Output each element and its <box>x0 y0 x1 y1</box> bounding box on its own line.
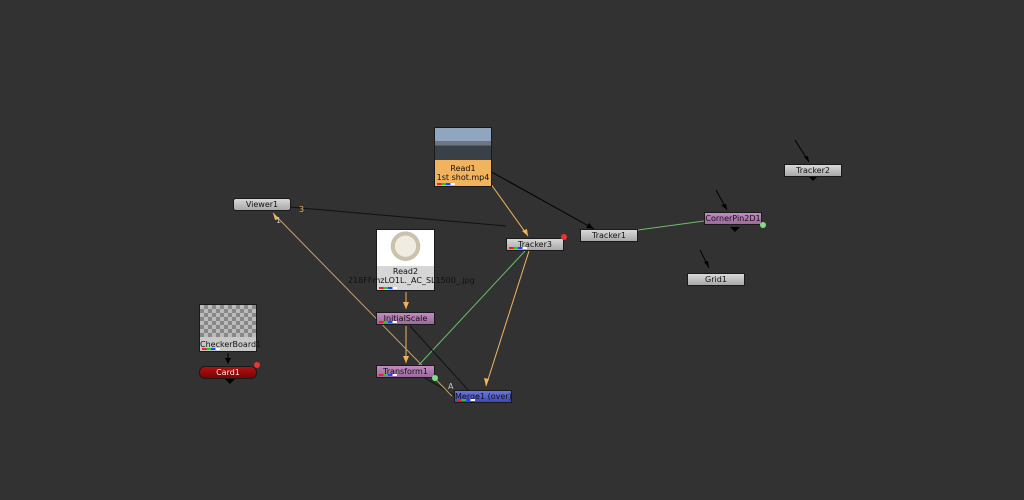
wire-read1-tracker3 <box>487 179 529 237</box>
card1-label: Card1 <box>216 368 240 377</box>
wire-read1-tracker1 <box>487 169 595 230</box>
grid1-node[interactable]: Grid1 <box>687 273 745 286</box>
arrow-grid <box>704 261 709 268</box>
transform1-channels <box>379 374 397 376</box>
read1-thumbnail <box>435 128 491 160</box>
grid1-label: Grid1 <box>705 275 727 284</box>
read1-channels <box>437 183 455 185</box>
merge1-node[interactable]: Merge1 (over) <box>454 390 512 403</box>
tracker1-label: Tracker1 <box>592 231 626 240</box>
transform1-node[interactable]: Transform1 <box>376 365 435 378</box>
card-output-arrow <box>225 379 235 384</box>
read2-channels <box>379 287 397 289</box>
read2-label: Read2 <box>392 267 419 276</box>
cornerpin2d1-label: CornerPin2D1 <box>705 214 761 223</box>
read1-file: 1st shot.mp4 <box>436 173 490 182</box>
initialscale-channels <box>379 321 397 323</box>
merge-input-a: A <box>448 382 454 391</box>
tracker2-output-arrow <box>808 176 818 181</box>
tracker3-node[interactable]: Tracker3 <box>506 238 564 251</box>
cornerpin-output-arrow <box>730 227 740 232</box>
read2-thumbnail <box>377 230 434 266</box>
wire-tracker1-cornerpin <box>637 220 705 231</box>
transform1-label: Transform1 <box>383 367 428 376</box>
read1-label: Read1 <box>450 164 476 173</box>
arrow-cornerpin <box>721 204 727 210</box>
viewer1-node[interactable]: Viewer1 <box>233 198 291 211</box>
tracker2-label: Tracker2 <box>796 166 830 175</box>
read2-file: 218FFmzLO1L._AC_SL1500_.jpg <box>348 276 475 285</box>
merge1-channels <box>457 399 475 401</box>
arrow-tracker2 <box>804 156 809 162</box>
viewer-input-3: 3 <box>299 205 305 214</box>
tracker3-disable-icon[interactable] <box>561 234 567 240</box>
checkerboard1-channels <box>202 348 220 350</box>
read2-node[interactable]: Read2 <box>376 229 435 291</box>
tracker3-channels <box>509 247 527 249</box>
viewer-input-1: 1 <box>276 216 282 225</box>
arrow-card <box>225 358 231 364</box>
arrow-tracker3 <box>522 229 528 236</box>
viewer1-label: Viewer1 <box>245 200 279 209</box>
merge1-label: Merge1 (over) <box>455 392 512 401</box>
cornerpin2d1-node[interactable]: CornerPin2D1 <box>704 212 762 225</box>
checkerboard1-label: CheckerBoard1 <box>200 340 262 349</box>
tracker3-label: Tracker3 <box>518 240 552 249</box>
arrow-scale <box>403 302 409 309</box>
checkerboard1-thumbnail <box>200 305 256 337</box>
wire-scale-merge <box>409 325 471 393</box>
transform1-mask-input-icon[interactable] <box>432 375 438 381</box>
wire-tracker3-merge <box>485 250 530 387</box>
arrow-merge-b <box>484 378 489 386</box>
cornerpin-mask-input-icon[interactable] <box>760 222 766 228</box>
read1-node[interactable]: Read1 1st shot.mp4 <box>434 127 492 187</box>
arrow-transform <box>403 356 409 363</box>
checkerboard1-node[interactable]: CheckerBoard1 <box>199 304 262 352</box>
initialscale-label: InitialScale <box>383 314 428 323</box>
wire-tracker3-viewer <box>289 206 507 227</box>
card1-disable-icon[interactable] <box>254 362 260 368</box>
arrow-tracker1 <box>586 223 594 229</box>
tracker2-node[interactable]: Tracker2 <box>784 164 842 177</box>
arrow-viewer <box>273 213 279 220</box>
tracker1-node[interactable]: Tracker1 <box>580 229 638 242</box>
initialscale-node[interactable]: InitialScale <box>376 312 435 325</box>
wire-tracker3-transform <box>416 250 526 368</box>
card1-node[interactable]: Card1 <box>199 366 257 379</box>
